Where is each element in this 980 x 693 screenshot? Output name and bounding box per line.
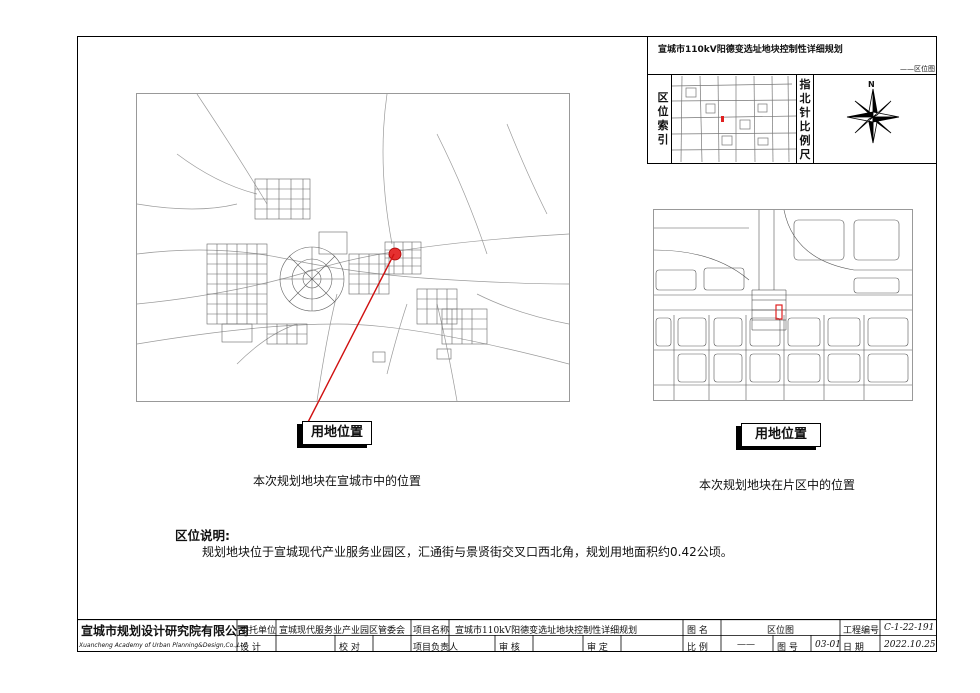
project-lead-label: 项目负责人: [413, 643, 459, 653]
location-notes-title: 区位说明:: [175, 528, 230, 543]
approve-label: 审 定: [587, 643, 608, 653]
north-arrow-icon: [846, 88, 900, 144]
index-panel: 宣城市110kV阳德变选址地块控制性详细规划 ——区位图 区位 索引 指北 针比…: [647, 36, 937, 164]
scale-label: 比 例: [687, 643, 708, 653]
project-value: 宣城市110kV阳德变选址地块控制性详细规划: [455, 626, 638, 636]
title-block-grid: [77, 619, 937, 652]
index-mini-map: [672, 76, 796, 162]
client-value: 宣城现代服务业产业园区管委会: [279, 626, 406, 636]
design-label: 设 计: [240, 643, 261, 653]
city-map: [136, 93, 570, 402]
site-location-label-left: 用地位置: [302, 421, 372, 445]
drawing-title: 宣城市110kV阳德变选址地块控制性详细规划: [658, 45, 843, 55]
site-location-label-right: 用地位置: [741, 423, 821, 447]
city-map-caption: 本次规划地块在宣城市中的位置: [253, 474, 422, 488]
district-map: [653, 209, 913, 401]
project-number-label: 工程编号: [843, 626, 880, 636]
subtitle: ——区位图: [900, 65, 935, 73]
project-number-value: C-1-22-191: [884, 623, 935, 633]
scale-value: ——: [737, 640, 755, 650]
district-map-caption: 本次规划地块在片区中的位置: [699, 478, 856, 492]
review-label: 审 核: [499, 643, 520, 653]
client-label: 委托单位: [240, 626, 277, 636]
institute-name-en: Xuancheng Academy of Urban Planning&Desi…: [79, 642, 247, 649]
city-map-drawing: [137, 94, 569, 401]
drawing-label: 图 名: [687, 626, 708, 636]
district-map-drawing: [654, 210, 912, 400]
index-label: 区位 索引: [657, 91, 669, 146]
location-notes-text: 规划地块位于宣城现代产业服务业园区，汇通街与景贤街交叉口西北角，规划用地面积约0…: [202, 545, 733, 559]
index-divider-right2: [813, 74, 814, 164]
index-divider-right: [796, 74, 797, 164]
sheet-label: 图 号: [777, 643, 798, 653]
north-scale-label: 指北 针比 例尺: [799, 78, 811, 161]
date-label: 日 期: [843, 643, 864, 653]
north-letter: N: [868, 80, 875, 89]
header-divider: [648, 74, 937, 75]
index-divider-left: [671, 74, 672, 164]
title-block: 宣城市规划设计研究院有限公司 Xuancheng Academy of Urba…: [77, 619, 937, 653]
drawing-frame: [77, 36, 937, 652]
drawing-value: 区位图: [767, 626, 795, 636]
check-label: 校 对: [339, 643, 360, 653]
sheet-value: 03-01: [815, 640, 841, 650]
date-value: 2022.10.25: [884, 640, 936, 650]
project-label: 项目名称: [413, 626, 450, 636]
institute-name-cn: 宣城市规划设计研究院有限公司: [81, 624, 250, 638]
